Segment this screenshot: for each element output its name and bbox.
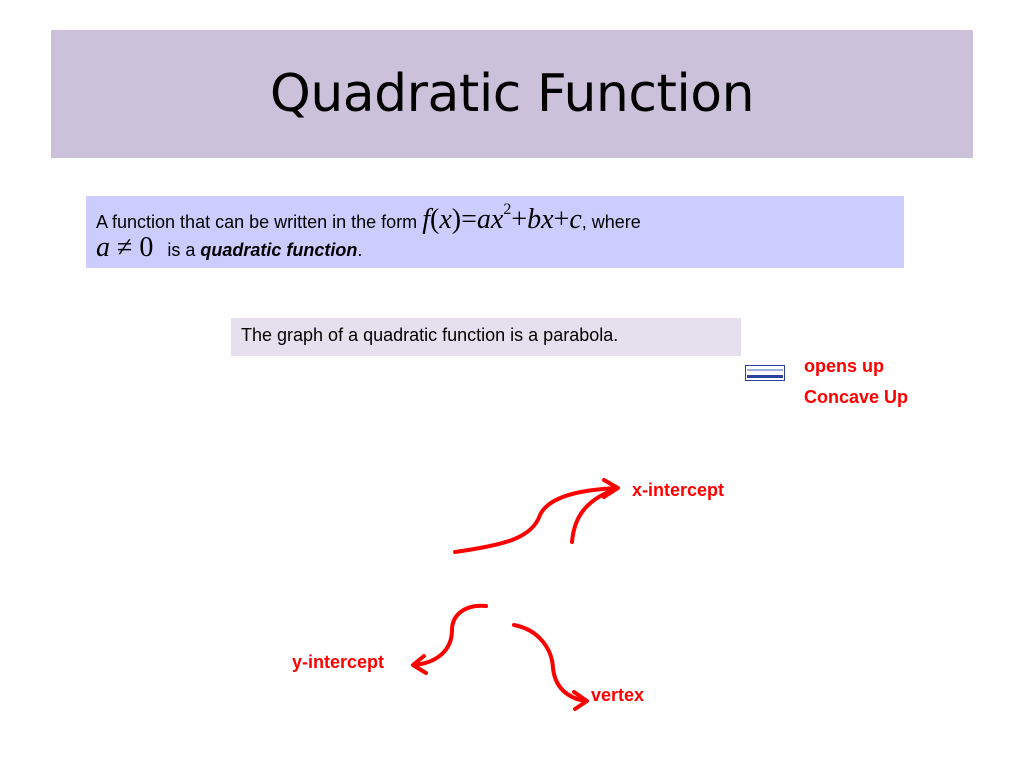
formula-ax: ax [476,204,504,235]
quadratic-function-emphasis: quadratic function [200,240,358,260]
x-intercept-label: x-intercept [632,480,725,500]
definition-is-a: is a [167,240,196,260]
formula-paren-close: ) [451,204,462,235]
formula-f: f [422,204,430,235]
definition-text-after: , where [581,212,641,232]
definition-period: . [357,240,363,260]
formula-plus-1: + [511,204,528,235]
condition-zero: 0 [139,232,154,263]
vertex-arrow [512,623,587,703]
formula-paren-open: ( [429,204,440,235]
y-intercept-label: y-intercept [292,652,385,672]
formula-exponent: 2 [503,200,512,218]
title-banner: Quadratic Function [51,30,973,158]
vertex-label: vertex [591,685,645,705]
definition-line-1: A function that can be written in the fo… [96,200,641,236]
concave-up-text: Concave Up [804,387,909,407]
vertex-arrowhead [572,690,589,711]
opens-up-text: opens up [804,356,884,376]
quadratic-formula: f(x)=ax2+bx+c [422,200,582,235]
condition-a: a [96,232,110,263]
definition-box: A function that can be written in the fo… [86,196,904,268]
x-intercept-arrow-right [570,487,618,544]
formula-bx: bx [527,204,554,235]
formula-plus-2: + [553,204,570,235]
y-intercept-arrowhead [411,654,428,675]
x-intercept-arrowhead [602,478,620,499]
formula-c: c [569,204,582,235]
nonzero-condition: a ≠ 0 [96,232,153,263]
graph-thumbnail-icon [745,365,785,381]
opens-up-label: opens up Concave Up [804,351,908,413]
formula-equals: = [461,204,477,235]
x-intercept-arrow-left [453,486,619,554]
slide-title: Quadratic Function [269,64,755,124]
definition-text-before: A function that can be written in the fo… [96,212,418,232]
formula-x: x [439,204,452,235]
definition-line-2: a ≠ 0 is a quadratic function. [96,232,362,264]
condition-not-equal: ≠ [117,232,133,263]
parabola-statement: The graph of a quadratic function is a p… [231,318,741,356]
y-intercept-arrow [413,603,488,667]
